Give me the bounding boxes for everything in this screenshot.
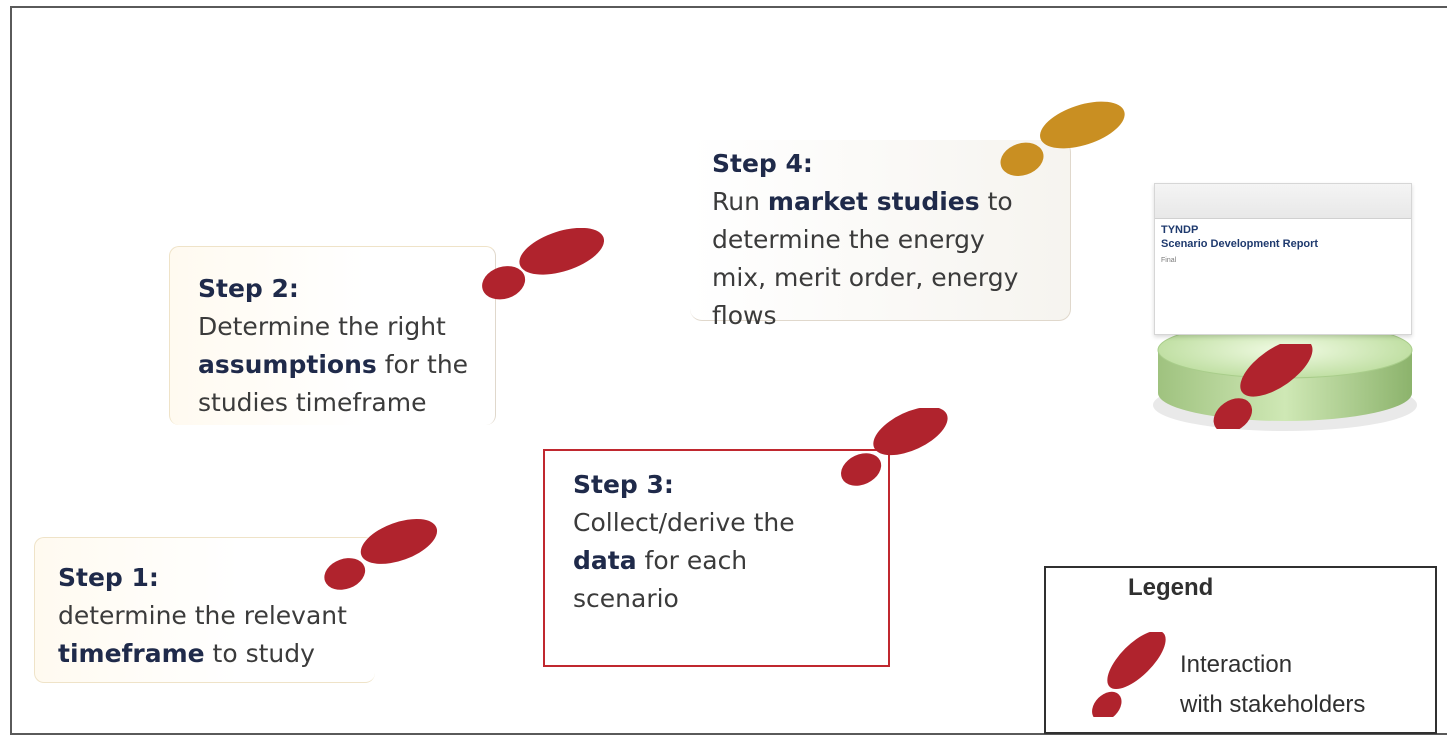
step4-line4: mix, merit order, energy — [712, 263, 1019, 292]
step4-title: Step 4: — [712, 149, 813, 178]
step2-title: Step 2: — [198, 274, 299, 303]
step1-rest: to study — [204, 639, 315, 668]
report-status: Final — [1161, 257, 1177, 264]
step1-bold: timeframe — [58, 639, 205, 668]
step2-rest: for the — [376, 350, 469, 379]
step3-line1: Collect/derive the — [573, 508, 795, 537]
step2-box — [169, 246, 496, 425]
step4-line5: flows — [712, 301, 777, 330]
legend-title: Legend — [1128, 574, 1214, 601]
footprint-pedestal-icon — [1213, 344, 1313, 429]
step3-line2: data for each — [573, 542, 795, 580]
step1-title: Step 1: — [58, 563, 159, 592]
footprint-step2-icon — [482, 228, 605, 300]
step4-line3: determine the energy — [712, 225, 985, 254]
step3-title: Step 3: — [573, 470, 674, 499]
legend-footprint-icon — [1092, 632, 1166, 717]
step1-text: Step 1: determine the relevant timeframe… — [58, 559, 347, 673]
step2-bold: assumptions — [198, 350, 377, 379]
step4-rest: to — [979, 187, 1013, 216]
step3-line3: scenario — [573, 584, 679, 613]
legend-item-text: Interaction with stakeholders — [1180, 645, 1430, 725]
step2-line3: studies timeframe — [198, 388, 427, 417]
step2-line2: assumptions for the — [198, 346, 468, 384]
step4-line2: Run market studies to — [712, 183, 1018, 221]
report-document: TYNDP Scenario Development Report Final — [1154, 183, 1412, 335]
step1-line2: timeframe to study — [58, 635, 347, 673]
step3-bold: data — [573, 546, 637, 575]
step2-text: Step 2: Determine the right assumptions … — [198, 270, 468, 422]
step3-rest: for each — [636, 546, 748, 575]
legend-item-line1: Interaction — [1180, 651, 1293, 678]
footprint-step4-icon — [1000, 101, 1125, 176]
footprint-step3-icon — [841, 408, 948, 486]
legend-item-line2: with stakeholders — [1180, 691, 1366, 718]
report-title: TYNDP — [1161, 224, 1199, 236]
step4-pre: Run — [712, 187, 768, 216]
step1-box — [34, 537, 375, 683]
step4-bold: market studies — [767, 187, 980, 216]
report-header-band — [1155, 184, 1411, 219]
step3-box — [543, 449, 890, 667]
report-subtitle: Scenario Development Report — [1161, 238, 1319, 250]
step2-line1: Determine the right — [198, 312, 446, 341]
step3-text: Step 3: Collect/derive the data for each… — [573, 466, 795, 618]
step1-line1: determine the relevant — [58, 601, 347, 630]
step4-text: Step 4: Run market studies to determine … — [712, 145, 1018, 335]
footprint-step1-icon — [324, 518, 438, 590]
